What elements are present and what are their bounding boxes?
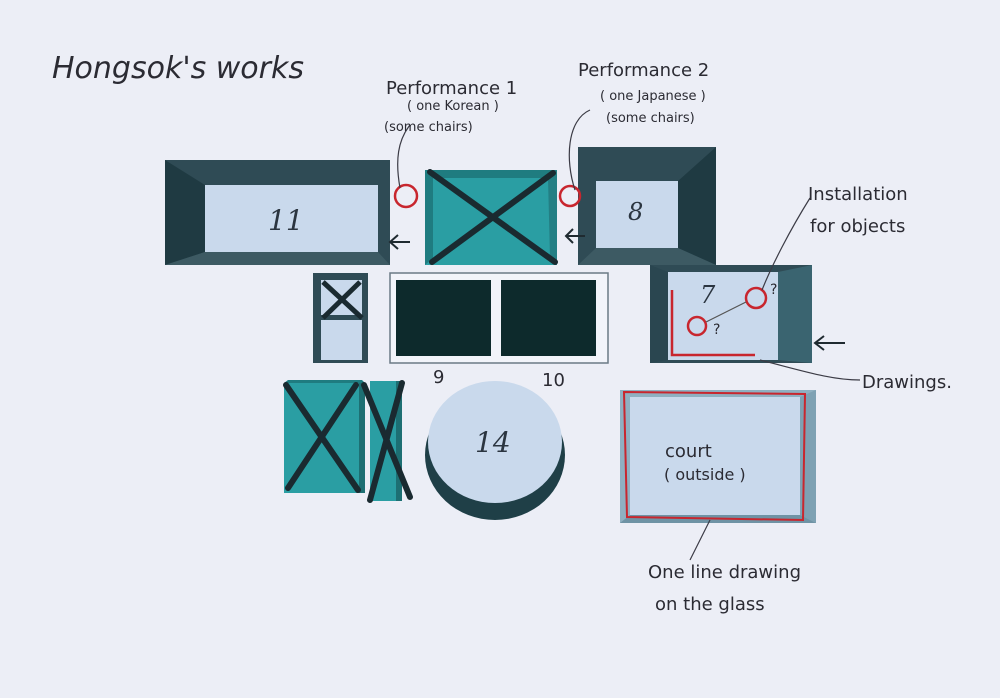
performance2-title: Performance 2 [578, 60, 709, 81]
arrow-left-icon [564, 228, 585, 244]
room-8: 8 [578, 147, 716, 265]
one-line-label-line1: One line drawing [648, 562, 801, 583]
rooms-crossed-bottom [283, 380, 413, 503]
room-14: 14 [425, 381, 565, 520]
room-10-label: 10 [542, 370, 565, 391]
court-label: court [665, 441, 712, 462]
performance1-marker [393, 183, 419, 209]
room-crossed-center [425, 169, 558, 265]
cross-mark [367, 380, 405, 503]
question-mark: ? [770, 282, 777, 298]
performance2-line1: ( one Japanese ) [600, 89, 706, 104]
room-8-label: 8 [628, 198, 643, 226]
arrow-left-icon [388, 234, 410, 250]
room-14-label: 14 [475, 426, 511, 459]
cross-mark [429, 170, 556, 265]
installation-label-line2: for objects [810, 216, 905, 237]
room-7-label: 7 [700, 281, 716, 309]
cross-mark [321, 280, 362, 320]
drawings-mark [670, 290, 755, 357]
performance1-line1: ( one Korean ) [407, 99, 499, 114]
rooms-9-10: 9 10 [389, 272, 609, 391]
performance2-marker [558, 184, 582, 208]
glass-line-drawing [622, 390, 807, 522]
object-circle [686, 315, 708, 337]
page-title: Hongsok's works [52, 51, 304, 86]
room-9-label: 9 [433, 367, 444, 388]
room-11: 11 [165, 160, 390, 265]
performance1-line2: (some chairs) [384, 120, 473, 135]
one-line-label-line2: on the glass [655, 594, 765, 615]
performance1-title: Performance 1 [386, 78, 517, 99]
room-10 [501, 280, 596, 356]
performance2-line2: (some chairs) [606, 111, 695, 126]
court-outside: court ( outside ) [620, 390, 816, 523]
room-11-label: 11 [268, 204, 304, 237]
installation-label-line1: Installation [808, 184, 908, 205]
question-mark: ? [713, 322, 720, 338]
court-sublabel: ( outside ) [664, 465, 746, 484]
arrow-left-icon [813, 335, 845, 351]
object-circle [744, 286, 768, 310]
drawings-label: Drawings. [862, 372, 952, 393]
room-9 [396, 280, 491, 356]
room-small-crossed [313, 273, 368, 363]
room-7: 7 ? ? [650, 265, 812, 363]
cross-mark [285, 382, 359, 491]
